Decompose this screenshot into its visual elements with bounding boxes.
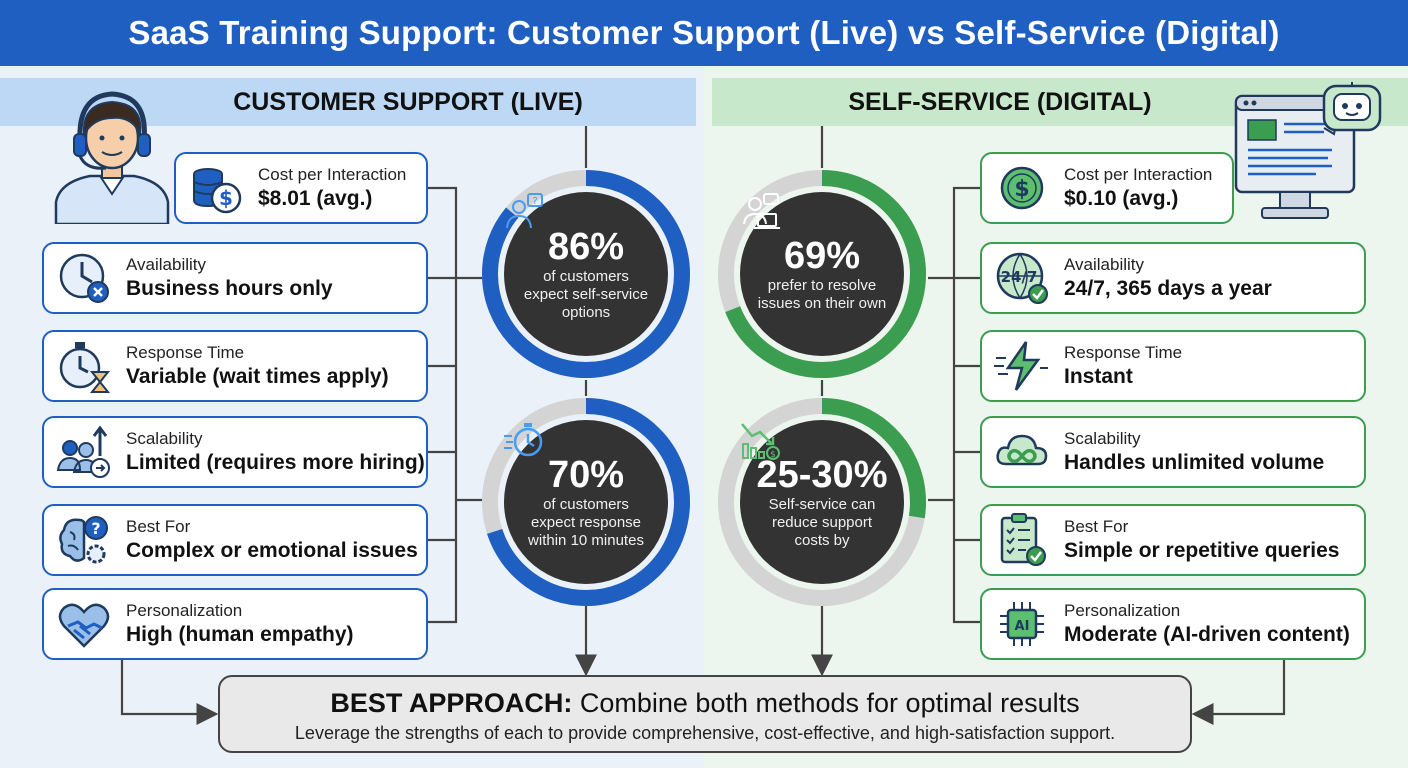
digital-card-availability: 24/7 Availability 24/7, 365 days a year: [980, 242, 1366, 314]
stat-value: 25-30%: [756, 454, 888, 496]
stat-value: 69%: [783, 235, 861, 277]
card-value: Handles unlimited volume: [1064, 451, 1325, 474]
card-label: Personalization: [126, 601, 243, 620]
progress-ring: [718, 170, 926, 378]
card-value: Limited (requires more hiring): [126, 451, 425, 474]
card-value: High (human empathy): [126, 623, 354, 646]
stat-value: 86%: [547, 226, 625, 268]
live-card-cost: $ Cost per Interaction $8.01 (avg.): [174, 152, 428, 224]
progress-arc: [718, 170, 926, 378]
best-approach-text: Combine both methods for optimal results: [572, 688, 1080, 718]
page-title: SaaS Training Support: Customer Support …: [0, 0, 1408, 66]
lightning-icon: [994, 341, 1048, 391]
ai-chip-icon: AI: [1000, 602, 1044, 646]
progress-ring: [482, 398, 690, 606]
progress-ring: [482, 170, 690, 378]
best-approach-label: BEST APPROACH:: [330, 688, 573, 718]
svg-text:AI: AI: [1015, 619, 1030, 634]
digital-card-cost: $ Cost per Interaction $0.10 (avg.): [980, 152, 1234, 224]
card-label: Best For: [1064, 517, 1129, 536]
svg-text:$: $: [219, 186, 233, 210]
svg-text:?: ?: [91, 519, 100, 538]
person-chat-icon: ?: [506, 193, 543, 229]
stat-caption: of customers expect self-service options: [523, 268, 649, 321]
best-approach-title: BEST APPROACH: Combine both methods for …: [220, 685, 1190, 721]
svg-text:$: $: [770, 450, 776, 460]
card-label: Response Time: [1064, 343, 1183, 362]
card-value: $8.01 (avg.): [258, 187, 373, 210]
stopwatch-hourglass-icon: [59, 342, 111, 393]
computer-robot-illustration: [1234, 82, 1382, 219]
best-approach-box: BEST APPROACH: Combine both methods for …: [218, 675, 1192, 753]
dollar-coin-icon: $: [1000, 166, 1044, 210]
card-label: Availability: [126, 255, 207, 274]
fast-stopwatch-icon: [504, 423, 543, 457]
progress-arc: [482, 398, 690, 606]
card-label: Response Time: [126, 343, 245, 362]
stat-self-service-expectation: ? 86% of customers expect self-service o…: [480, 168, 692, 380]
svg-text:$: $: [1014, 177, 1029, 202]
svg-text:24/7: 24/7: [1001, 268, 1038, 286]
card-value: Complex or emotional issues: [126, 539, 418, 562]
progress-arc: [718, 398, 926, 606]
card-value: Moderate (AI-driven content): [1064, 623, 1350, 646]
card-value: $0.10 (avg.): [1064, 187, 1179, 210]
card-label: Cost per Interaction: [1064, 165, 1213, 184]
card-label: Scalability: [1064, 429, 1141, 448]
card-value: 24/7, 365 days a year: [1064, 277, 1272, 300]
card-label: Cost per Interaction: [258, 165, 407, 184]
stat-value: 70%: [547, 454, 625, 496]
person-laptop-icon: [743, 193, 780, 229]
stat-cost-reduction: $ 25-30% Self-service can reduce support…: [716, 396, 928, 608]
card-label: Scalability: [126, 429, 203, 448]
card-value: Simple or repetitive queries: [1064, 539, 1340, 562]
brain-question-icon: ?: [59, 516, 108, 564]
best-approach-subtitle: Leverage the strengths of each to provid…: [294, 723, 1116, 743]
card-value: Variable (wait times apply): [126, 365, 389, 388]
chart-down-dollar-icon: $: [741, 423, 780, 460]
progress-ring: [718, 398, 926, 606]
coins-dollar-icon: $: [193, 168, 242, 214]
support-agent-illustration: [54, 91, 170, 224]
progress-arc: [482, 170, 690, 378]
card-value: Business hours only: [126, 277, 333, 300]
stat-caption: of customers expect response within 10 m…: [528, 496, 644, 549]
checklist-icon: [1000, 513, 1046, 566]
stat-response-expectation: 70% of customers expect response within …: [480, 396, 692, 608]
card-label: Personalization: [1064, 601, 1181, 620]
globe-24-7-icon: 24/7: [996, 252, 1048, 304]
stat-resolve-own: 69% prefer to resolve issues on their ow…: [716, 168, 928, 380]
team-growth-icon: [56, 425, 110, 478]
heart-handshake-icon: [58, 603, 110, 648]
clock-x-icon: [59, 253, 109, 303]
card-label: Best For: [126, 517, 191, 536]
cloud-infinity-icon: [996, 434, 1048, 466]
stat-caption: prefer to resolve issues on their own: [757, 277, 887, 312]
card-value: Instant: [1064, 365, 1133, 388]
svg-text:?: ?: [532, 196, 537, 207]
stat-caption: Self-service can reduce support costs by: [768, 496, 876, 549]
card-label: Availability: [1064, 255, 1145, 274]
